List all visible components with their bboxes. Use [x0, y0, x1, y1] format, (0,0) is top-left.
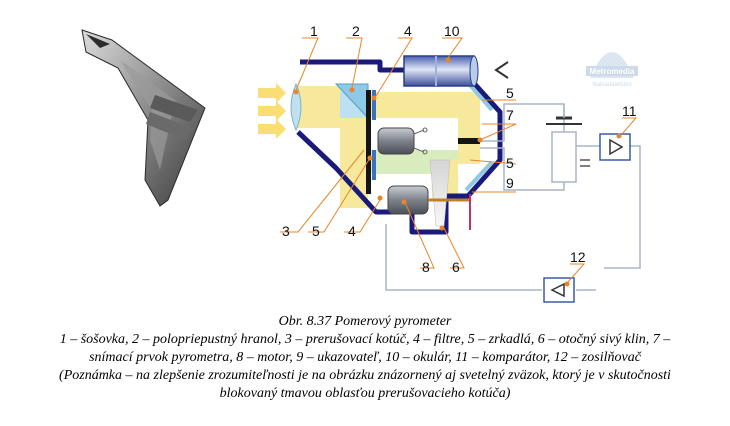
- pyrometer-housing: [296, 59, 503, 235]
- caption-note-line-2: blokovaný tmavou oblasťou prerušovacieho…: [219, 386, 511, 401]
- caption-legend-line-2: snímací prvok pyrometra, 8 – motor, 9 – …: [89, 350, 641, 365]
- label-comparator: 11: [622, 103, 637, 119]
- chopper-disk: [366, 90, 371, 194]
- wedge-motor: [387, 185, 470, 215]
- watermark-text: Metromedia: [590, 67, 635, 76]
- leader-lines: [280, 37, 638, 283]
- label-chopper-disk: 3: [282, 223, 290, 239]
- amplifier: [543, 277, 575, 303]
- label-prism: 2: [352, 23, 360, 39]
- label-filter-top: 4: [404, 23, 412, 39]
- eyepiece: [403, 55, 479, 87]
- stealth-aircraft-image: [81, 29, 206, 207]
- label-eyepiece: 10: [444, 23, 460, 39]
- label-motor: 8: [422, 259, 430, 275]
- filter-bottom: [372, 150, 376, 180]
- label-mirror-lower: 5: [312, 223, 320, 239]
- filter-top: [372, 90, 376, 120]
- label-indicator: 9: [506, 175, 514, 191]
- label-gray-wedge: 6: [452, 259, 460, 275]
- eye-symbol-icon: [494, 61, 509, 79]
- caption-note-line-1: (Poznámka – na zlepšenie zrozumiteľnosti…: [59, 368, 671, 383]
- watermark-subtext: Nakladatelstvo: [592, 82, 632, 88]
- label-mirror-bottom: 5: [506, 155, 514, 171]
- lens: [290, 82, 302, 132]
- incoming-light-arrows: [258, 83, 286, 139]
- sensing-element: [458, 138, 480, 144]
- pyrometer-diagram: Metromedia Nakladatelstvo 1 2 4 10 5 7: [81, 23, 641, 303]
- label-lens: 1: [310, 23, 318, 39]
- publisher-watermark: Metromedia Nakladatelstvo: [586, 52, 638, 88]
- caption-title: Obr. 8.37 Pomerový pyrometer: [278, 314, 452, 329]
- label-amplifier: 12: [570, 249, 586, 265]
- label-sensing-element: 7: [506, 107, 514, 123]
- label-mirror-top: 5: [506, 85, 514, 101]
- chopper-motor: [377, 127, 428, 155]
- mirror-bottom: [464, 160, 494, 192]
- caption-legend-line-1: 1 – šošovka, 2 – polopriepustný hranol, …: [59, 332, 671, 347]
- gray-wedge: [429, 159, 451, 227]
- electrical-circuit: [385, 103, 641, 291]
- label-filter-bottom: 4: [348, 223, 356, 239]
- figure-caption: Obr. 8.37 Pomerový pyrometer 1 – šošovka…: [0, 313, 730, 403]
- comparator: [599, 133, 631, 161]
- leader-dots: [293, 57, 483, 231]
